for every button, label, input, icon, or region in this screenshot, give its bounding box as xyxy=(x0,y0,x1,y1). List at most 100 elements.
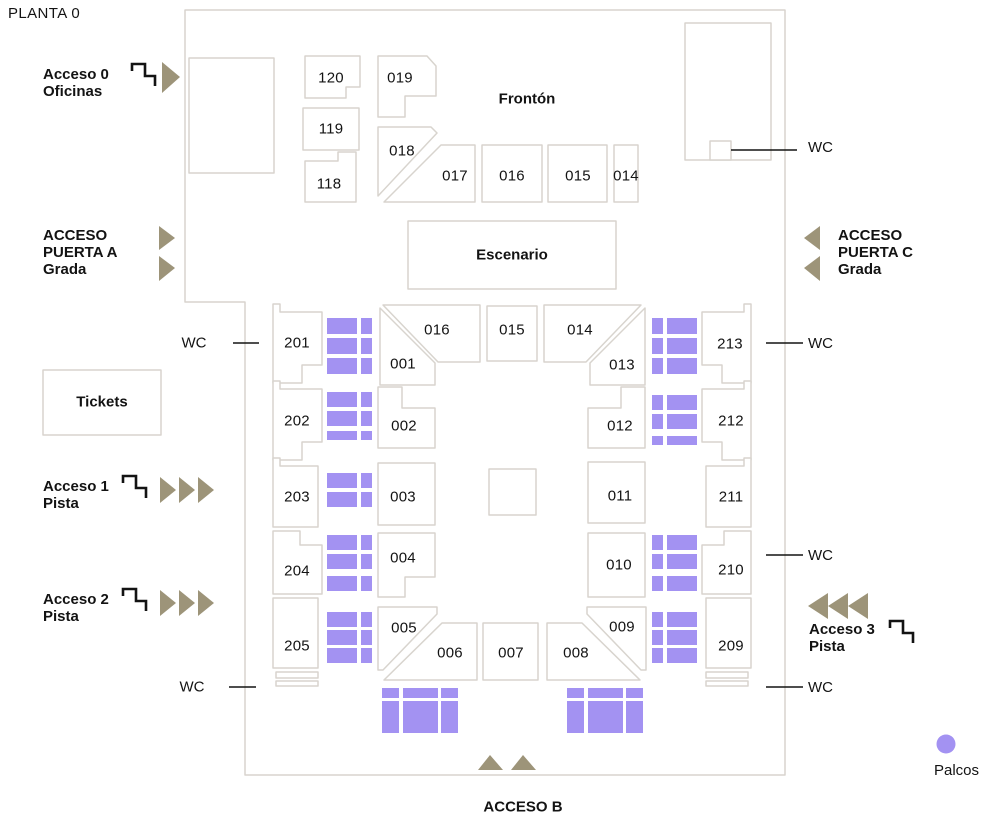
palco-block[interactable] xyxy=(588,688,623,698)
palco-block[interactable] xyxy=(667,648,697,663)
section-212[interactable] xyxy=(701,380,752,461)
palco-block[interactable] xyxy=(667,612,697,627)
palco-block[interactable] xyxy=(403,701,438,733)
palco-block[interactable] xyxy=(626,688,643,698)
tickets-box[interactable] xyxy=(42,369,162,436)
palco-block[interactable] xyxy=(652,648,663,663)
section-010[interactable] xyxy=(587,532,646,598)
palco-block[interactable] xyxy=(588,701,623,733)
palco-block[interactable] xyxy=(667,436,697,445)
section-002[interactable] xyxy=(377,386,436,449)
palco-block[interactable] xyxy=(567,701,584,733)
palco-block[interactable] xyxy=(327,648,357,663)
palco-block[interactable] xyxy=(667,576,697,591)
palco-block[interactable] xyxy=(361,648,372,663)
palco-block[interactable] xyxy=(361,358,372,374)
palco-block[interactable] xyxy=(652,358,663,374)
palco-block[interactable] xyxy=(327,576,357,591)
section-202[interactable] xyxy=(272,380,323,461)
section-201[interactable] xyxy=(272,303,323,384)
palco-block[interactable] xyxy=(327,630,357,645)
section-119[interactable] xyxy=(302,107,360,151)
palco-block[interactable] xyxy=(652,612,663,627)
section-005[interactable] xyxy=(377,606,438,671)
palco-block[interactable] xyxy=(361,318,372,334)
palco-block[interactable] xyxy=(361,431,372,440)
section-inner-016[interactable] xyxy=(382,304,481,363)
palco-block[interactable] xyxy=(667,358,697,374)
palco-block[interactable] xyxy=(361,612,372,627)
palco-block[interactable] xyxy=(667,318,697,334)
palco-block[interactable] xyxy=(327,554,357,569)
section-011[interactable] xyxy=(587,461,646,524)
palco-block[interactable] xyxy=(652,395,663,410)
palco-block[interactable] xyxy=(441,688,458,698)
palco-block[interactable] xyxy=(567,688,584,698)
section-top-016[interactable] xyxy=(481,144,543,203)
palco-block[interactable] xyxy=(327,338,357,354)
palco-block[interactable] xyxy=(382,701,399,733)
section-013[interactable] xyxy=(589,307,646,386)
section-003[interactable] xyxy=(377,462,436,526)
section-012[interactable] xyxy=(587,386,646,449)
palco-block[interactable] xyxy=(327,431,357,440)
section-118[interactable] xyxy=(304,151,357,203)
section-inner-014[interactable] xyxy=(543,304,642,363)
section-008[interactable] xyxy=(546,622,641,681)
palco-block[interactable] xyxy=(667,630,697,645)
section-top-015[interactable] xyxy=(547,144,608,203)
section-209[interactable] xyxy=(705,597,752,669)
palco-block[interactable] xyxy=(327,358,357,374)
palco-block[interactable] xyxy=(361,554,372,569)
palco-block[interactable] xyxy=(327,318,357,334)
palco-block[interactable] xyxy=(361,630,372,645)
palco-block[interactable] xyxy=(652,414,663,429)
palco-block[interactable] xyxy=(652,576,663,591)
palco-block[interactable] xyxy=(652,318,663,334)
palco-block[interactable] xyxy=(652,554,663,569)
palco-block[interactable] xyxy=(327,492,357,507)
palco-block[interactable] xyxy=(361,411,372,426)
tickets-label[interactable]: Tickets xyxy=(76,393,128,411)
palco-block[interactable] xyxy=(667,414,697,429)
palco-block[interactable] xyxy=(382,688,399,698)
section-top-014[interactable] xyxy=(613,144,639,203)
section-007[interactable] xyxy=(482,622,539,681)
section-018[interactable] xyxy=(377,126,438,197)
palco-block[interactable] xyxy=(652,338,663,354)
section-120[interactable] xyxy=(304,55,361,99)
section-210[interactable] xyxy=(701,530,752,595)
palco-block[interactable] xyxy=(626,701,643,733)
palco-block[interactable] xyxy=(667,554,697,569)
section-inner-015[interactable] xyxy=(486,305,538,362)
palco-block[interactable] xyxy=(327,392,357,407)
palco-block[interactable] xyxy=(652,535,663,550)
section-009[interactable] xyxy=(586,606,647,671)
palco-block[interactable] xyxy=(361,338,372,354)
section-017[interactable] xyxy=(383,144,476,203)
palco-block[interactable] xyxy=(652,630,663,645)
palco-block[interactable] xyxy=(403,688,438,698)
palco-block[interactable] xyxy=(441,701,458,733)
section-204[interactable] xyxy=(272,530,323,595)
palco-block[interactable] xyxy=(361,392,372,407)
palco-block[interactable] xyxy=(361,492,372,507)
palco-block[interactable] xyxy=(667,395,697,410)
palco-block[interactable] xyxy=(361,535,372,550)
palco-block[interactable] xyxy=(361,473,372,488)
palco-block[interactable] xyxy=(327,411,357,426)
palco-block[interactable] xyxy=(327,612,357,627)
palco-block[interactable] xyxy=(667,535,697,550)
section-205[interactable] xyxy=(272,597,319,669)
section-001[interactable] xyxy=(379,307,436,386)
section-004[interactable] xyxy=(377,532,436,598)
section-006[interactable] xyxy=(383,622,478,681)
section-203[interactable] xyxy=(272,457,319,528)
section-019[interactable] xyxy=(377,55,437,118)
palco-block[interactable] xyxy=(361,576,372,591)
palco-block[interactable] xyxy=(652,436,663,445)
palco-block[interactable] xyxy=(327,535,357,550)
palco-block[interactable] xyxy=(667,338,697,354)
section-211[interactable] xyxy=(705,457,752,528)
section-213[interactable] xyxy=(701,303,752,384)
